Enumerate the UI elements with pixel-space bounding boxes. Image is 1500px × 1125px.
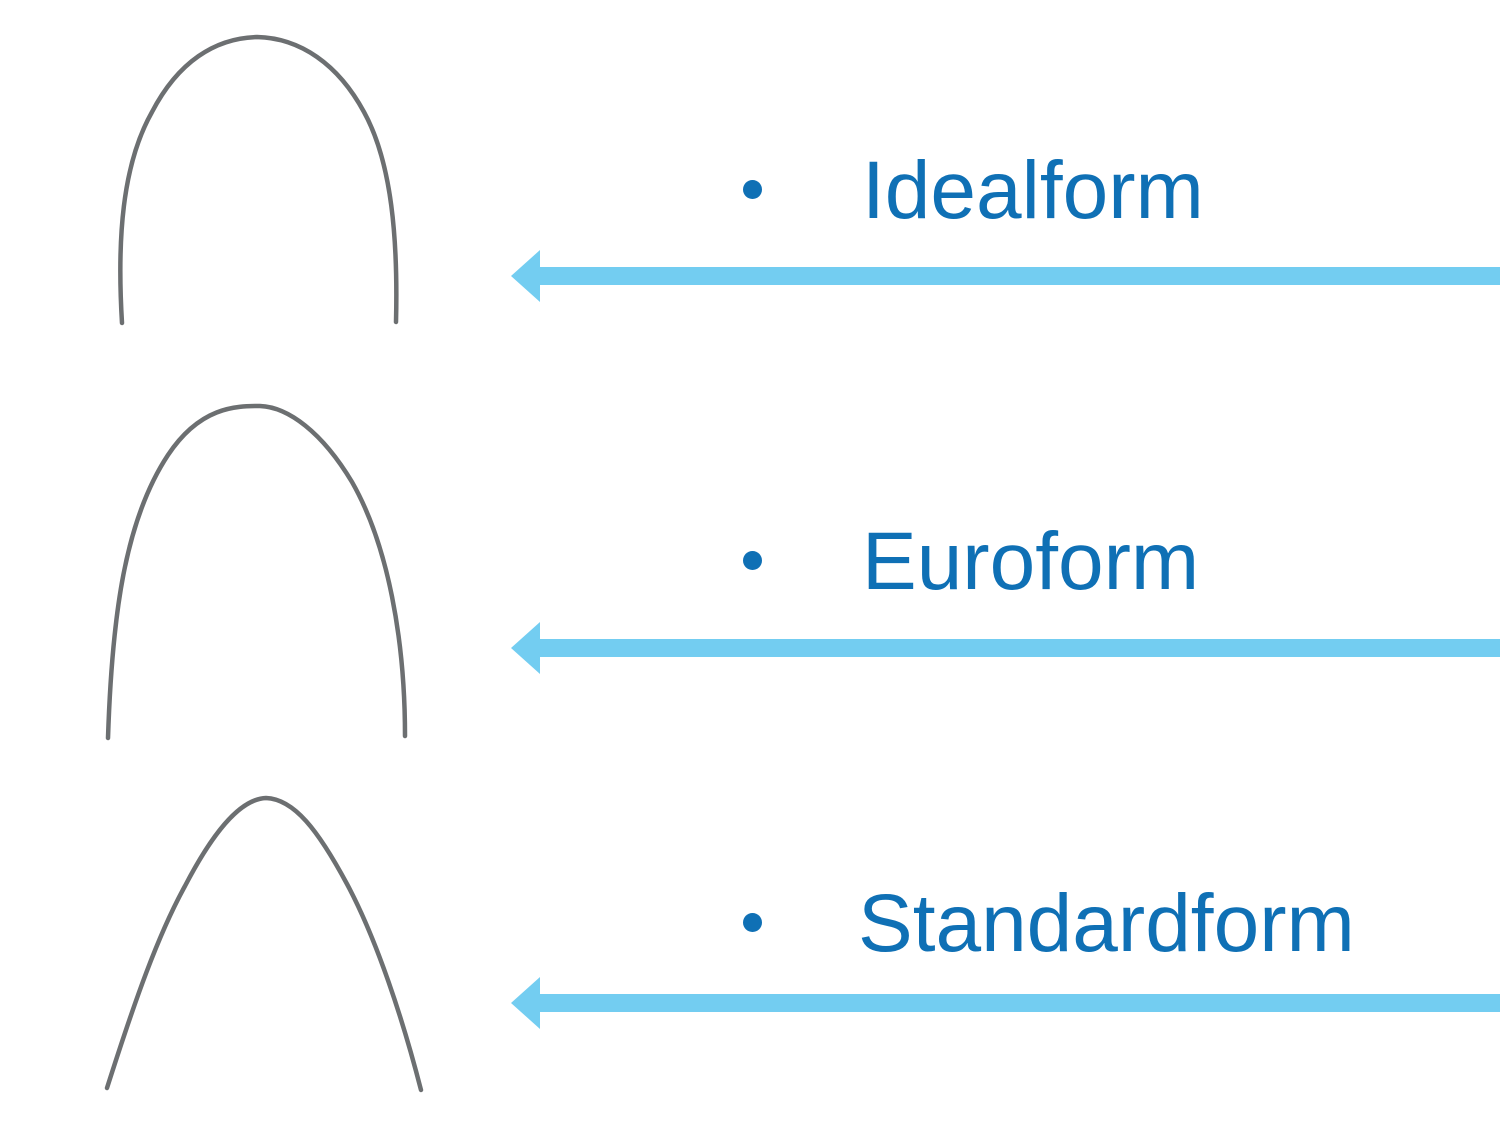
bullet-icon: [743, 913, 762, 932]
euroform-archwire-image: [105, 403, 408, 741]
standardform-archwire-image: [104, 795, 424, 1093]
left-arrow-icon: [511, 977, 1500, 1029]
idealform-archwire-image: [118, 34, 399, 326]
left-arrow-icon: [511, 622, 1500, 674]
label-idealform: Idealform: [862, 145, 1204, 236]
bullet-icon: [743, 551, 762, 570]
left-arrow-icon: [511, 250, 1500, 302]
label-standardform: Standardform: [858, 878, 1355, 969]
label-euroform: Euroform: [862, 516, 1200, 607]
bullet-icon: [743, 180, 762, 199]
